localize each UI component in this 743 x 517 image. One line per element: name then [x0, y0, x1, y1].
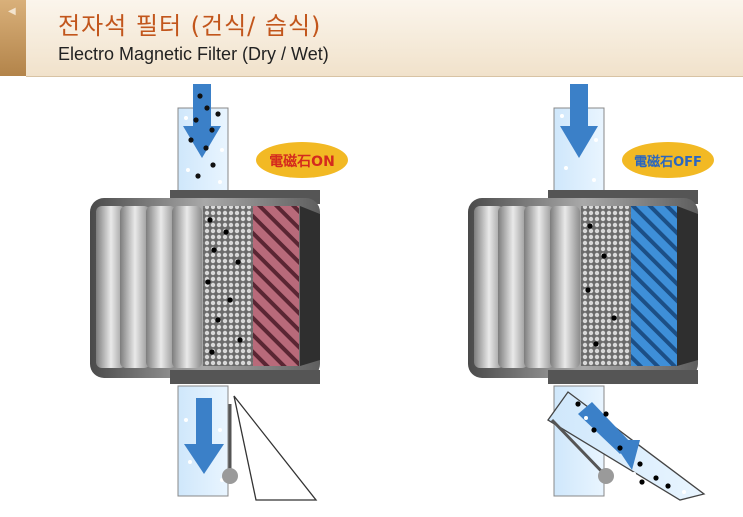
page-header: ◀ 전자석 필터 (건식/ 습식) Electro Magnetic Filte…: [0, 0, 743, 78]
badge-label-off: 電磁石OFF: [634, 154, 702, 170]
magnet-status-badge-on: 電磁石ON: [256, 142, 348, 178]
header-accent-strip: [0, 0, 26, 76]
filter-unit-magnet-off: [468, 84, 706, 501]
filter-diagram: 電磁石ON: [90, 84, 714, 501]
page-title-english: Electro Magnetic Filter (Dry / Wet): [58, 44, 329, 64]
badge-label-on: 電磁石ON: [269, 153, 335, 170]
back-arrow-icon[interactable]: ◀: [8, 6, 16, 17]
page-title-korean: 전자석 필터 (건식/ 습식): [58, 12, 322, 40]
filter-unit-magnet-on: [90, 84, 320, 501]
magnet-status-badge-off: 電磁石OFF: [622, 142, 714, 178]
header-band: [26, 0, 743, 77]
